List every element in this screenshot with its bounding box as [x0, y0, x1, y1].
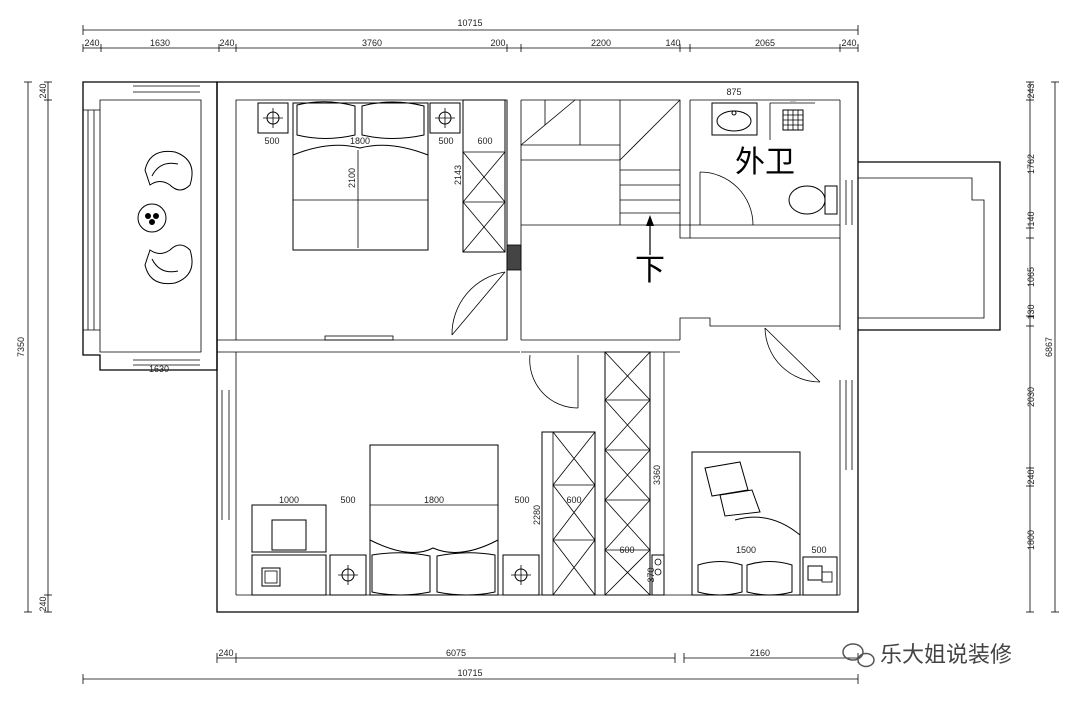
dim-bathroom-sink: 875 [726, 87, 741, 97]
dim-top-total: 10715 [457, 18, 482, 28]
dim-right-seg-7: 240 [1026, 469, 1036, 484]
dim-balcony-width: 1630 [149, 364, 169, 374]
floor-drain-icon: ··· [769, 99, 815, 140]
dim-small-room-unit: 370 [646, 567, 656, 582]
dim-top-seg-9: 240 [841, 38, 856, 48]
dim-lower-nightstand-right: 500 [514, 495, 529, 505]
stairs-down-label: 下 [635, 253, 665, 288]
lower-nightstand-right [502, 554, 540, 596]
dim-top-seg-3: 240 [219, 38, 234, 48]
watermark: 乐大姐说装修 [842, 643, 1012, 668]
wechat-icon [842, 643, 875, 668]
dim-bottom-seg-3: 2160 [750, 648, 770, 658]
dim-right-seg-6: 2030 [1026, 387, 1036, 407]
dim-lower-bed-width: 1800 [424, 495, 444, 505]
lower-cabinet-left [251, 554, 327, 596]
dim-bottom-total: 10715 [457, 668, 482, 678]
bathroom-label: 外卫 [735, 145, 795, 180]
dim-right-seg-3: 140 [1026, 211, 1036, 226]
right-dimension-line: 243 1762 140 1065 130 2030 240 1800 6867 [1026, 81, 1059, 613]
dim-upper-bed-width: 1800 [350, 136, 370, 146]
bathroom-door [699, 171, 754, 226]
small-room-unit [651, 554, 665, 596]
watermark-text: 乐大姐说装修 [880, 643, 1012, 668]
dim-top-seg-4: 3760 [362, 38, 382, 48]
small-room-door [764, 327, 821, 383]
small-room-bed [691, 451, 801, 596]
dim-bottom-seg-1: 240 [218, 648, 233, 658]
balcony-table [137, 203, 167, 233]
dim-left-top: 240 [38, 83, 48, 98]
dim-top-seg-1: 240 [84, 38, 99, 48]
dim-lower-wardrobe-length: 2280 [532, 505, 542, 525]
dim-upper-wardrobe-length: 2143 [453, 165, 463, 185]
dim-right-seg-2: 1762 [1026, 154, 1036, 174]
toilet [788, 185, 838, 215]
top-dimension-line: 10715 240 1630 240 3760 200 2200 140 206… [82, 18, 859, 52]
dim-left-total: 7350 [16, 337, 26, 357]
dim-small-room-cabinet: 600 [619, 545, 634, 555]
dim-left-bottom: 240 [38, 596, 48, 611]
balcony-chair-top [144, 150, 193, 191]
stairs [520, 99, 681, 255]
dim-right-seg-8: 1800 [1026, 530, 1036, 550]
dim-lower-wardrobe: 600 [566, 495, 581, 505]
upper-window [324, 335, 394, 341]
dim-lower-nightstand-left: 500 [340, 495, 355, 505]
dim-right-seg-4: 1065 [1026, 267, 1036, 287]
dim-upper-bed-length: 2100 [347, 168, 357, 188]
upper-bed [292, 101, 429, 251]
upper-nightstand-right [429, 102, 461, 134]
dim-desk: 1000 [279, 495, 299, 505]
bathroom-sink [711, 102, 758, 136]
dim-right-total: 6867 [1044, 337, 1054, 357]
dim-top-seg-5: 200 [490, 38, 505, 48]
corridor-wardrobe [604, 351, 651, 596]
dim-small-room-wardrobe-length: 3360 [652, 465, 662, 485]
dim-right-seg-1: 243 [1026, 83, 1036, 98]
dim-right-seg-5: 130 [1026, 304, 1036, 319]
lower-nightstand-left [329, 554, 367, 596]
upper-wardrobe [462, 99, 506, 253]
lower-bed [369, 444, 499, 596]
left-dimension-line: 240 240 7350 [16, 81, 52, 613]
dim-bottom-seg-2: 6075 [446, 648, 466, 658]
dim-top-seg-7: 140 [665, 38, 680, 48]
upper-nightstand-left [257, 102, 289, 134]
lower-bedroom-door [529, 354, 579, 409]
desk [251, 504, 327, 553]
upper-bedroom-door [451, 271, 506, 336]
svg-text:···: ··· [790, 99, 796, 106]
dim-small-room-bed: 1500 [736, 545, 756, 555]
dim-top-seg-8: 2065 [755, 38, 775, 48]
balcony-chair-bottom [144, 244, 193, 285]
dim-top-seg-2: 1630 [150, 38, 170, 48]
dim-small-room-side: 500 [811, 545, 826, 555]
dim-upper-nightstand-left: 500 [264, 136, 279, 146]
small-room-nightstand [802, 556, 838, 596]
lower-wardrobe [541, 431, 596, 596]
bottom-dimension-line: 240 6075 2160 10715 [82, 648, 859, 684]
dim-upper-wardrobe: 600 [477, 136, 492, 146]
dim-top-seg-6: 2200 [591, 38, 611, 48]
dim-upper-nightstand-right: 500 [438, 136, 453, 146]
